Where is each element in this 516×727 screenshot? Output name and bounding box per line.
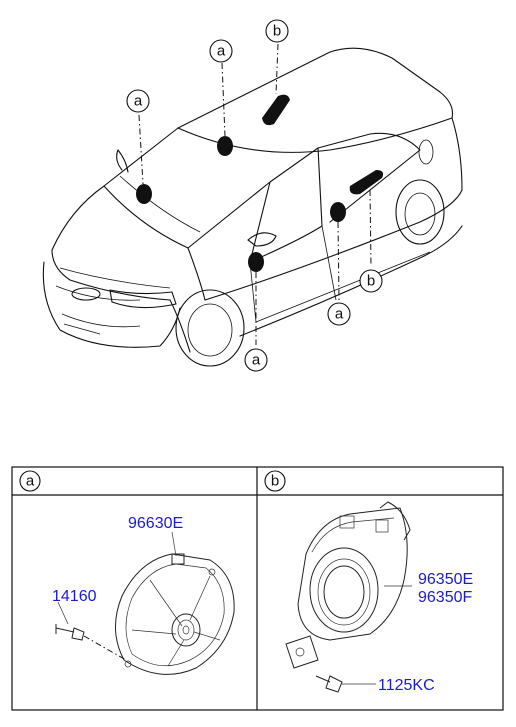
tweeter-marker-rear	[349, 170, 384, 195]
part-number-bolt: 1125KC	[378, 677, 435, 694]
part-number-screw: 14160	[52, 588, 97, 605]
tweeter-drawing	[285, 501, 412, 693]
speaker-marker-rear-door	[330, 202, 346, 222]
panel-b-header: b	[264, 470, 286, 492]
door-speaker-drawing	[55, 531, 235, 675]
parts-table	[11, 466, 504, 711]
svg-text:a: a	[217, 43, 226, 60]
svg-text:b: b	[271, 473, 279, 490]
car-speaker-markers	[136, 94, 384, 272]
part-number-tweeter-1: 96350E	[418, 571, 473, 588]
svg-text:a: a	[26, 473, 35, 490]
callout-a: a	[244, 348, 268, 372]
speaker-marker-dash-right	[217, 136, 233, 156]
callout-leaders	[138, 43, 372, 345]
part-number-tweeter-2: 96350F	[418, 589, 472, 606]
callout-a: a	[209, 39, 233, 63]
speaker-marker-front-door	[248, 252, 264, 272]
svg-text:a: a	[335, 306, 344, 323]
speaker-marker-dash-left	[136, 184, 152, 204]
svg-text:b: b	[273, 23, 281, 40]
callout-a: a	[327, 302, 351, 326]
callout-b: b	[359, 269, 383, 293]
panel-a-header: a	[19, 470, 41, 492]
svg-text:a: a	[134, 93, 143, 110]
car-illustration	[42, 47, 463, 367]
callout-a: a	[126, 89, 150, 113]
svg-text:a: a	[252, 352, 261, 369]
svg-text:b: b	[367, 273, 375, 290]
callout-b: b	[265, 19, 289, 43]
part-number-speaker: 96630E	[128, 515, 183, 532]
tweeter-marker-front	[262, 94, 290, 126]
car-callouts: a a b a b a	[126, 19, 383, 372]
